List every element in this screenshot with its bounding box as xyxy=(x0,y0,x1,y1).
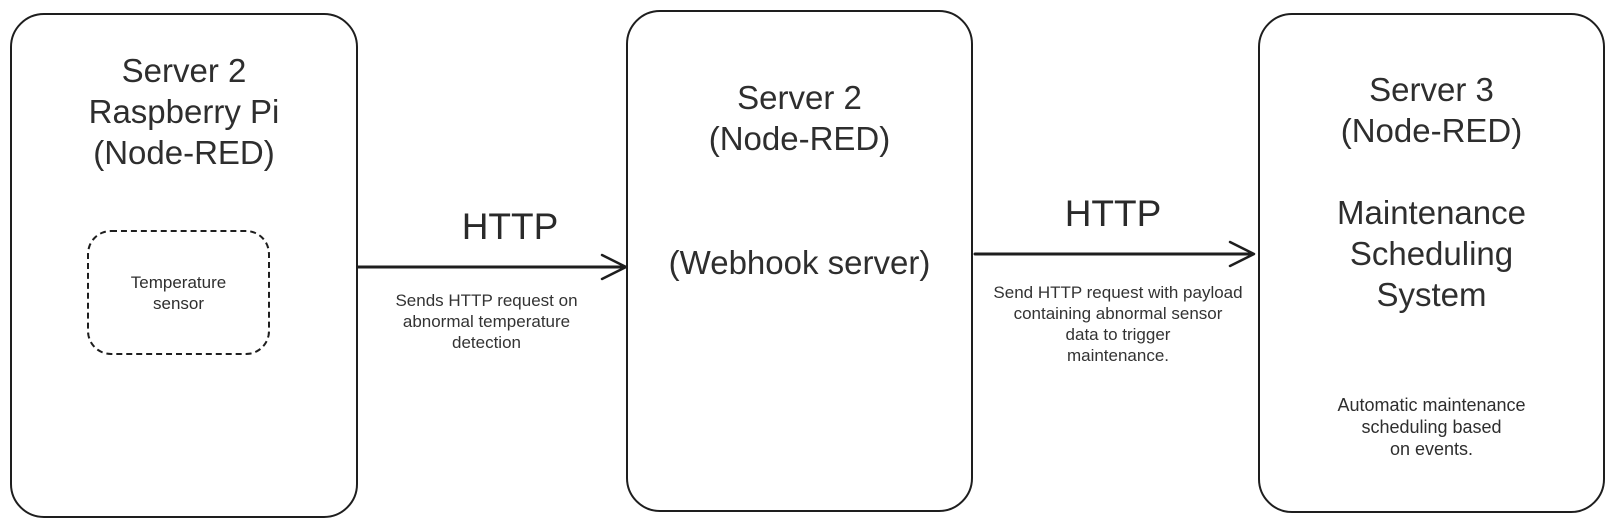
edge1-description: Sends HTTP request on abnormal temperatu… xyxy=(395,291,578,352)
node-server2-webhook-title: Server 2 (Node-RED) xyxy=(708,79,891,157)
node-server3-maintenance: Server 3 (Node-RED) Maintenance Scheduli… xyxy=(1258,13,1605,513)
edge2-http-label: HTTP xyxy=(1064,193,1162,234)
node-server2-raspberry-pi-title: Server 2 Raspberry Pi (Node-RED) xyxy=(88,52,280,171)
http-arrow-1 xyxy=(350,253,628,281)
node-server3-system-label: Maintenance Scheduling System xyxy=(1337,194,1526,313)
edge1-http-label: HTTP xyxy=(461,206,559,247)
node-server2-webhook-subtitle: (Webhook server) xyxy=(668,244,931,281)
edge2-description: Send HTTP request with payload containin… xyxy=(993,283,1243,365)
http-arrow-2 xyxy=(973,240,1256,268)
node-server2-webhook: Server 2 (Node-RED) (Webhook server) xyxy=(626,10,973,512)
temperature-sensor-box: Temperature sensor xyxy=(87,230,270,355)
node-server3-note: Automatic maintenance scheduling based o… xyxy=(1337,395,1526,459)
node-server3-title: Server 3 (Node-RED) xyxy=(1340,71,1523,149)
node-server2-raspberry-pi: Server 2 Raspberry Pi (Node-RED) Tempera… xyxy=(10,13,358,518)
temperature-sensor-label: Temperature sensor xyxy=(130,272,227,313)
